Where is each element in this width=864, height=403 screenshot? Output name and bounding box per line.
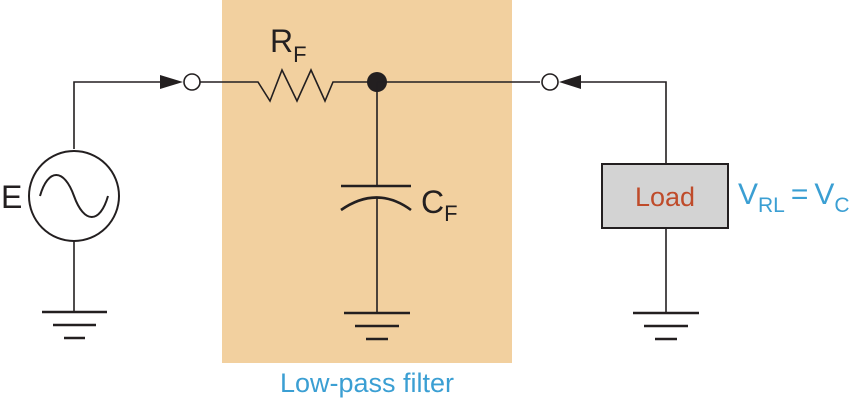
- capacitor-plate-curved: [340, 196, 412, 212]
- filter-components: RF CF: [200, 23, 540, 341]
- source-label: E: [1, 179, 22, 215]
- resistor-label: RF: [270, 23, 307, 67]
- ac-source: E: [1, 73, 201, 340]
- ground-icon: [42, 310, 107, 340]
- sine-wave-icon: [39, 174, 109, 218]
- ground-icon: [344, 311, 410, 341]
- arrow-right-icon: [160, 75, 183, 89]
- voltage-equation: VRL=VC: [738, 178, 850, 217]
- capacitor-label: CF: [421, 184, 458, 226]
- load-branch: Load VRL=VC: [541, 73, 850, 341]
- diagram-title: Low-pass filter: [280, 368, 454, 398]
- load-label: Load: [635, 182, 695, 212]
- ground-icon: [633, 311, 699, 341]
- arrow-left-icon: [559, 75, 581, 89]
- input-terminal: [183, 73, 201, 91]
- output-terminal: [541, 73, 559, 91]
- resistor-icon: [250, 67, 368, 104]
- load-box: [601, 163, 729, 229]
- filter-region: [222, 0, 512, 363]
